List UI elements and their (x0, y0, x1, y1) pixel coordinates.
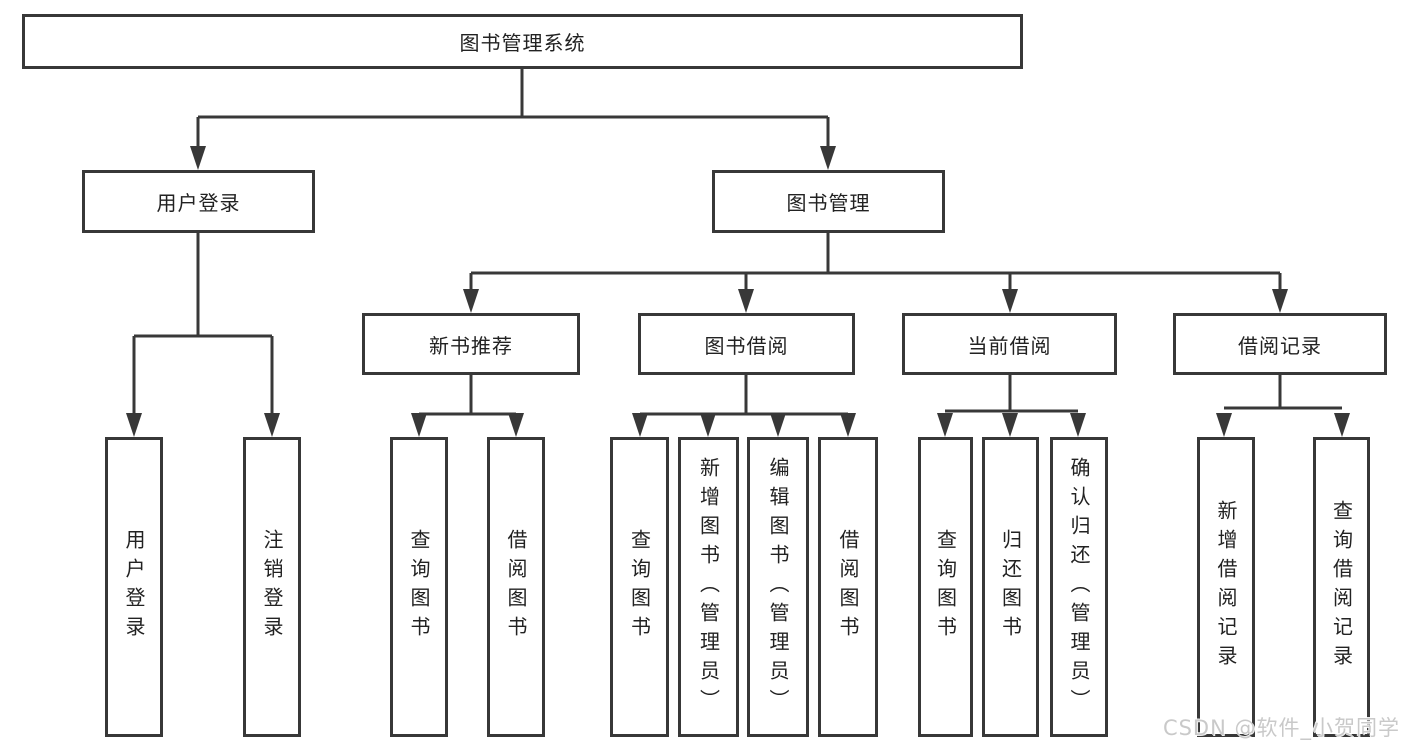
leaf-add-borrow-record: 新增借阅记录 (1197, 437, 1255, 737)
node-book-management: 图书管理 (712, 170, 945, 233)
node-borrow-records: 借阅记录 (1173, 313, 1387, 375)
leaf-add-book-admin: 新增图书（管理员） (678, 437, 739, 737)
leaf-return-book: 归还图书 (982, 437, 1039, 737)
leaf-query-books-borrow: 查询图书 (610, 437, 669, 737)
leaf-user-login: 用户登录 (105, 437, 163, 737)
node-book-borrow: 图书借阅 (638, 313, 855, 375)
node-new-book-recommend: 新书推荐 (362, 313, 580, 375)
node-current-borrow: 当前借阅 (902, 313, 1117, 375)
leaf-borrow-books-recommend: 借阅图书 (487, 437, 545, 737)
leaf-query-borrow-record: 查询借阅记录 (1313, 437, 1370, 737)
node-library-system: 图书管理系统 (22, 14, 1023, 69)
leaf-query-books-current: 查询图书 (918, 437, 973, 737)
connector-current-borrow-to-leaves (945, 375, 1078, 413)
arrowheads (126, 146, 1350, 437)
leaf-logout: 注销登录 (243, 437, 301, 737)
leaf-edit-book-admin: 编辑图书（管理员） (747, 437, 809, 737)
connector-book-management-to-level2 (469, 233, 1282, 292)
connector-user-login-to-leaves (132, 233, 274, 418)
connector-root-to-level1 (196, 69, 830, 150)
leaf-borrow-books: 借阅图书 (818, 437, 878, 737)
leaf-confirm-return-admin: 确认归还（管理员） (1050, 437, 1108, 737)
watermark-text: CSDN @软件_小贺同学 (1162, 716, 1400, 740)
connector-borrow-record-to-leaves (1224, 375, 1342, 410)
leaf-query-books-recommend: 查询图书 (390, 437, 448, 737)
node-user-login: 用户登录 (82, 170, 315, 233)
connector-book-borrow-to-leaves (640, 375, 848, 416)
connector-new-book-to-leaves (419, 375, 516, 416)
